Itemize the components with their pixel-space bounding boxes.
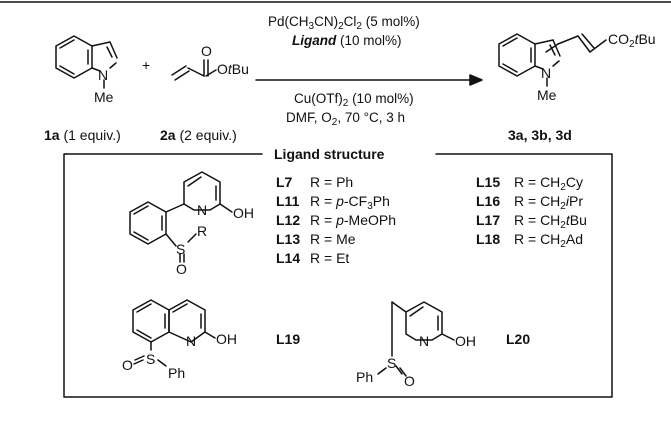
acrylate-2a-structure (171, 59, 217, 81)
l20-ph: Ph (356, 369, 373, 385)
ligand-l7-l18-structure (129, 171, 233, 263)
l20-s-atom: S (387, 355, 396, 371)
r2-carbonyl-o: O (201, 43, 212, 59)
product-label: 3a, 3b, 3d (508, 127, 572, 143)
l19-oh: OH (216, 331, 237, 347)
ligand-box-title: Ligand structure (274, 146, 385, 162)
condition-catalyst: Pd(CH3CN)2Cl2 (5 mol%) (268, 14, 420, 32)
ligand-r-group: R = CH2Ad (514, 231, 583, 250)
ligand-id: L12 (276, 212, 300, 228)
ligand-id: L13 (276, 231, 300, 247)
l20-label: L20 (506, 331, 530, 347)
l19-o-atom: O (122, 357, 133, 373)
r-group-table-left: L7 R = Ph L11 R = p-CF3Ph L12 R = p-MeOP… (276, 174, 396, 266)
ligand-id: L15 (476, 174, 500, 190)
l20-n-atom: N (419, 333, 429, 349)
ligand-r-group: R = p-CF3Ph (310, 193, 390, 212)
top-ligand-s-atom: S (176, 241, 185, 257)
top-ligand-o-atom: O (176, 261, 187, 277)
condition-ligand: Ligand (10 mol%) (292, 33, 402, 48)
l19-label: L19 (276, 331, 300, 347)
top-ligand-n-atom: N (197, 202, 207, 218)
l20-o-atom: O (404, 373, 415, 389)
ligand-r-group: R = CH2Cy (514, 174, 583, 193)
ligand-id: L18 (476, 231, 500, 247)
p-ester-group: CO2tBu (608, 31, 656, 50)
p-methyl: Me (537, 87, 557, 103)
ligand-r-group: R = p-MeOPh (310, 212, 396, 228)
ligand-id: L11 (276, 193, 300, 209)
top-ligand-oh: OH (233, 205, 254, 221)
p-n-atom: N (541, 65, 551, 81)
ligand-r-group: R = Me (310, 231, 356, 247)
ligand-l19-structure (132, 299, 216, 367)
l19-s-atom: S (146, 351, 155, 367)
indole-1a-structure (55, 35, 118, 89)
r1-n-atom: N (98, 67, 108, 83)
condition-oxidant: Cu(OTf)2 (10 mol%) (294, 91, 414, 109)
ligand-l20-structure (377, 301, 455, 377)
condition-solvent: DMF, O2, 70 °C, 3 h (286, 110, 405, 128)
ligand-r-group: R = Ph (310, 174, 353, 190)
ligand-r-group: R = CH2iPr (514, 193, 583, 212)
ligand-r-group: R = Et (310, 250, 349, 266)
plus-sign: + (142, 57, 150, 73)
ligand-box-frame (63, 153, 613, 398)
ligand-id: L16 (476, 193, 500, 209)
l20-oh: OH (455, 333, 476, 349)
ligand-r-group: R = CH2tBu (514, 212, 587, 231)
r2-label: 2a (2 equiv.) (160, 127, 237, 143)
ligand-id: L17 (476, 212, 500, 228)
ligand-id: L7 (276, 174, 293, 190)
r1-label: 1a (1 equiv.) (44, 127, 121, 143)
l19-n-atom: N (186, 333, 196, 349)
l19-ph: Ph (168, 365, 185, 381)
top-ligand-r: R (197, 223, 207, 239)
product-3-structure (498, 33, 607, 87)
ligand-id: L14 (276, 250, 300, 266)
r-group-table-right: L15 R = CH2Cy L16 R = CH2iPr L17 R = CH2… (476, 174, 587, 250)
r1-methyl: Me (94, 89, 114, 105)
r2-ester-group: OtBu (217, 61, 249, 77)
